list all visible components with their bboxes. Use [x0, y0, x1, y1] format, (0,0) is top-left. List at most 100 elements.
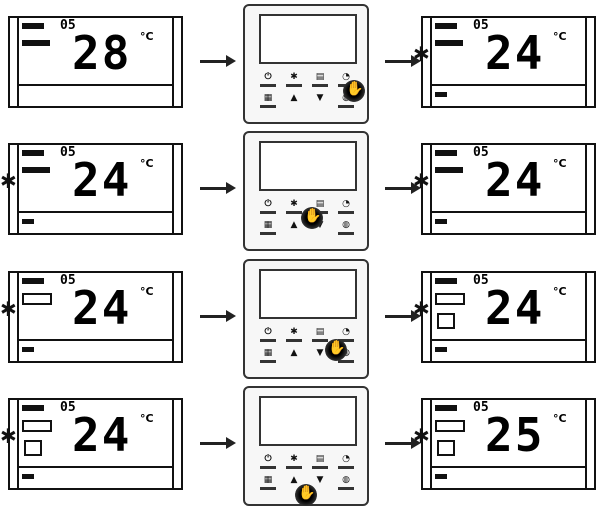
fan-button[interactable]: ✱	[283, 199, 305, 218]
display-before: ✱ 05 24 °C	[0, 271, 183, 363]
step-row-4: ✱ 05 24 °C ⏻ ✱ ▤ ◔ ▦ ▲ ▼ ◍ ✱ 05 25 °C	[0, 386, 605, 506]
step-row-1: 05 28 °C ⏻ ✱ ▤ ◔ ▦ ▲ ▼ ◍ ✱ 05 24 °C	[0, 4, 605, 124]
down-button[interactable]: ▼	[309, 93, 331, 112]
fan-mode-icon: ✱	[413, 424, 430, 448]
finger-press-icon	[343, 80, 365, 102]
indicator-mark	[435, 92, 447, 97]
sleep-button[interactable]: ▦	[257, 348, 279, 367]
keypad: ⏻ ✱ ▤ ◔ ▦ ▲ ▼ ◍	[257, 72, 357, 112]
temperature-value: 25	[485, 408, 545, 462]
arrow-icon	[385, 310, 421, 322]
timer-icon: ◔	[342, 454, 350, 464]
display-after: ✱ 05 24 °C	[413, 16, 596, 108]
swing-button[interactable]: ◍	[335, 475, 357, 494]
indicator-label	[435, 293, 465, 305]
temperature-unit: °C	[140, 285, 154, 298]
fan-mode-icon: ✱	[0, 169, 17, 193]
temperature-unit: °C	[553, 412, 567, 425]
fan-button[interactable]: ✱	[283, 454, 305, 473]
remote-controller: ⏻ ✱ ▤ ◔ ▦ ▲ ▼ ◍	[243, 259, 369, 379]
mode-icon	[437, 440, 455, 456]
indicator-label	[22, 293, 52, 305]
temperature-unit: °C	[140, 412, 154, 425]
remote-screen	[259, 14, 357, 64]
mode-icon	[24, 440, 42, 456]
timer-icon: ◔	[342, 327, 350, 337]
timer-value: 05	[473, 18, 489, 33]
fan-button[interactable]: ✱	[283, 72, 305, 91]
keypad: ⏻ ✱ ▤ ◔ ▦ ▲ ▼ ◍	[257, 327, 357, 367]
timer-button[interactable]: ◔	[335, 454, 357, 473]
up-button[interactable]: ▲	[283, 220, 305, 239]
remote-screen	[259, 269, 357, 319]
swing-button[interactable]: ◍	[335, 220, 357, 239]
mode-button[interactable]: ▤	[309, 72, 331, 91]
fan-icon: ✱	[290, 454, 298, 464]
timer-button[interactable]: ◔	[335, 199, 357, 218]
sleep-button[interactable]: ▦	[257, 93, 279, 112]
timer-value: 05	[60, 145, 76, 160]
indicator-label	[435, 167, 463, 173]
power-button[interactable]: ⏻	[257, 199, 279, 218]
down-icon: ▼	[316, 93, 324, 103]
power-icon: ⏻	[264, 327, 272, 337]
display-before: 05 28 °C	[8, 16, 183, 108]
timer-value: 05	[60, 400, 76, 415]
display-after: ✱ 05 24 °C	[413, 271, 596, 363]
arrow-icon	[385, 182, 421, 194]
mode-icon: ▤	[315, 72, 325, 82]
power-icon: ⏻	[264, 72, 272, 82]
sleep-button[interactable]: ▦	[257, 220, 279, 239]
display-after: ✱ 05 25 °C	[413, 398, 596, 490]
arrow-icon	[200, 182, 236, 194]
remote-screen	[259, 396, 357, 446]
up-button[interactable]: ▲	[283, 348, 305, 367]
down-button[interactable]: ▼	[309, 348, 331, 367]
fan-button[interactable]: ✱	[283, 327, 305, 346]
mode-button[interactable]: ▤	[309, 327, 331, 346]
power-icon: ⏻	[264, 199, 272, 209]
up-icon: ▲	[290, 93, 298, 103]
up-button[interactable]: ▲	[283, 93, 305, 112]
indicator-mark	[435, 347, 447, 352]
temperature-value: 24	[72, 408, 132, 462]
fan-icon: ✱	[290, 72, 298, 82]
temperature-value: 28	[72, 26, 132, 80]
down-button[interactable]: ▼	[309, 475, 331, 494]
power-button[interactable]: ⏻	[257, 327, 279, 346]
mode-icon: ▤	[315, 327, 325, 337]
mode-button[interactable]: ▤	[309, 454, 331, 473]
up-icon: ▲	[290, 220, 298, 230]
sleep-icon: ▦	[263, 93, 273, 103]
indicator-label	[435, 405, 457, 411]
swing-icon: ◍	[342, 220, 350, 230]
indicator-label	[435, 23, 457, 29]
indicator-mark	[22, 347, 34, 352]
up-button[interactable]: ▲	[283, 475, 305, 494]
indicator-label	[22, 150, 44, 156]
sleep-button[interactable]: ▦	[257, 475, 279, 494]
temperature-value: 24	[485, 281, 545, 335]
finger-press-icon	[325, 339, 347, 361]
up-icon: ▲	[290, 348, 298, 358]
indicator-mark	[435, 219, 447, 224]
indicator-label	[435, 150, 457, 156]
power-button[interactable]: ⏻	[257, 72, 279, 91]
arrow-icon	[385, 55, 421, 67]
swing-icon: ◍	[342, 475, 350, 485]
timer-value: 05	[60, 273, 76, 288]
timer-icon: ◔	[342, 199, 350, 209]
timer-value: 05	[473, 273, 489, 288]
fan-mode-icon: ✱	[413, 42, 430, 66]
keypad: ⏻ ✱ ▤ ◔ ▦ ▲ ▼ ◍	[257, 454, 357, 494]
fan-mode-icon: ✱	[0, 297, 17, 321]
indicator-label	[22, 23, 44, 29]
indicator-label	[435, 40, 463, 46]
power-button[interactable]: ⏻	[257, 454, 279, 473]
timer-value: 05	[60, 18, 76, 33]
indicator-label	[22, 420, 52, 432]
display-before: ✱ 05 24 °C	[0, 398, 183, 490]
power-icon: ⏻	[264, 454, 272, 464]
timer-button[interactable]: ◔	[335, 327, 357, 346]
temperature-unit: °C	[140, 30, 154, 43]
